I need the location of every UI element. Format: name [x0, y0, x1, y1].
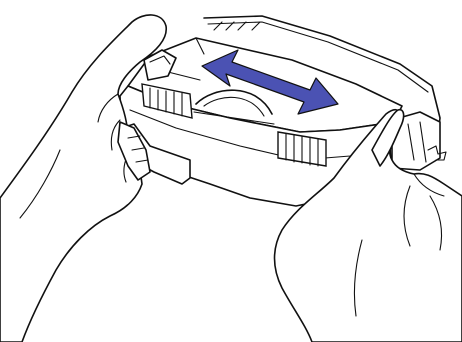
left-hand-icon: [0, 15, 166, 342]
